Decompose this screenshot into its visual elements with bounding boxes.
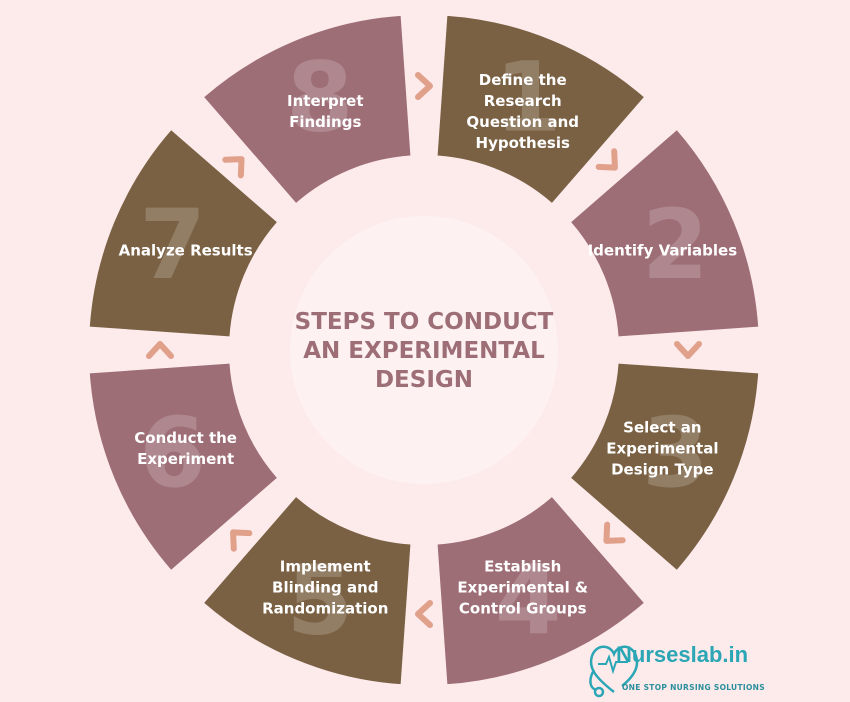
segment-shape (571, 363, 759, 570)
step-number: 3 (642, 397, 709, 509)
segment-shape (571, 130, 759, 337)
step-segment-6: 6 (89, 363, 277, 570)
chevron-arrow-icon (230, 529, 253, 552)
step-label: Select an Experimental Design Type (606, 418, 719, 479)
step-label: Conduct the Experiment (134, 428, 237, 468)
step-segment-2: 2 (571, 130, 759, 337)
title-line: DESIGN (374, 367, 474, 393)
step-segment-7: 7 (89, 130, 277, 337)
segment-shape (437, 15, 644, 203)
segment-shape (204, 497, 411, 685)
heart-stethoscope-logo-icon (589, 645, 639, 698)
step-label: Define the Research Question and Hypothe… (466, 70, 580, 152)
logo-tagline: ONE STOP NURSING SOLUTIONS (622, 683, 765, 692)
step-number: 5 (287, 544, 354, 656)
segment-shape (89, 363, 277, 570)
step-number: 7 (139, 189, 206, 301)
step-label: Establish Experimental & Control Groups (457, 557, 589, 618)
step-segment-5: 5 (204, 497, 411, 685)
step-segment-3: 3 (571, 363, 759, 570)
segment-shape (89, 130, 277, 337)
step-number: 6 (139, 397, 206, 509)
chevron-arrow-icon (415, 72, 433, 100)
center-circle (290, 216, 558, 484)
step-label: Identify Variables (587, 241, 738, 260)
step-number: 4 (495, 544, 562, 656)
chevron-arrow-icon (415, 600, 433, 628)
chevron-arrow-icon (674, 341, 702, 359)
title-line: STEPS TO CONDUCT (294, 309, 554, 335)
title-line: AN EXPERIMENTAL (303, 338, 545, 364)
chevron-arrow-icon (146, 341, 174, 359)
chevron-arrow-icon (222, 156, 245, 179)
diagram-title: STEPS TO CONDUCT AN EXPERIMENTAL DESIGN (274, 308, 574, 395)
segment-shape (437, 497, 644, 685)
step-number: 1 (495, 42, 562, 154)
step-number: 2 (642, 189, 709, 301)
step-label: Analyze Results (118, 241, 253, 260)
step-segment-1: 1 (437, 15, 644, 203)
step-number: 8 (287, 42, 354, 154)
chevron-arrow-icon (603, 521, 626, 544)
step-label: Implement Blinding and Randomization (262, 557, 389, 618)
step-segment-8: 8 (204, 15, 411, 203)
chevron-arrow-icon (595, 148, 618, 171)
step-label: Interpret Findings (287, 91, 364, 131)
segment-shape (204, 15, 411, 203)
logo-name: Nurseslab.in (616, 642, 749, 667)
step-segment-4: 4 (437, 497, 644, 685)
